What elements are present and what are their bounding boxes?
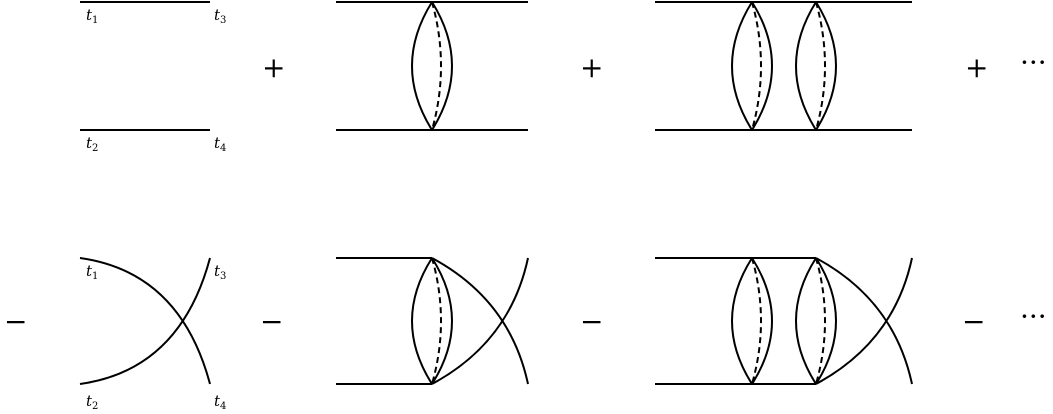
plus-sign: + bbox=[262, 51, 285, 84]
diagram-one-rung-direct bbox=[336, 1, 528, 131]
minus-sign: − bbox=[580, 305, 603, 338]
label-t1: t1 bbox=[86, 6, 98, 26]
bubble-rung bbox=[795, 1, 837, 131]
bubble-right-arc bbox=[751, 1, 773, 131]
bubble-right-arc bbox=[815, 1, 837, 131]
ellipsis: ··· bbox=[1020, 300, 1047, 333]
bubble-right-arc bbox=[431, 1, 453, 131]
bubble-right-arc bbox=[751, 257, 773, 385]
minus-sign: − bbox=[4, 305, 27, 338]
row-top: t1 t3 t2 t4 + + bbox=[80, 1, 1047, 154]
diagram-two-rung-direct bbox=[655, 1, 912, 131]
row-bottom: − t1 t3 t2 t4 − − bbox=[4, 257, 1047, 412]
diagram-tree-crossed: t1 t3 t2 t4 bbox=[79, 257, 226, 412]
bubble-left-arc bbox=[731, 1, 753, 131]
bubble-dashed-line bbox=[431, 257, 442, 385]
bubble-dashed-line bbox=[815, 1, 826, 131]
bubble-left-arc bbox=[795, 1, 817, 131]
bubble-left-arc bbox=[795, 257, 817, 385]
propagator-crossed-1 bbox=[815, 257, 913, 385]
bubble-rung bbox=[411, 1, 453, 131]
ellipsis: ··· bbox=[1020, 46, 1047, 79]
bubble-dashed-line bbox=[815, 257, 826, 385]
plus-sign: + bbox=[580, 51, 603, 84]
bubble-rung bbox=[731, 257, 773, 385]
label-t4: t4 bbox=[214, 134, 226, 154]
diagram-two-rung-crossed bbox=[655, 257, 913, 385]
bubble-rung bbox=[411, 257, 453, 385]
label-t4: t4 bbox=[214, 392, 226, 412]
propagator-crossed-1 bbox=[79, 257, 211, 385]
label-t1: t1 bbox=[86, 262, 98, 282]
bubble-left-arc bbox=[411, 257, 433, 385]
bubble-rung bbox=[795, 257, 837, 385]
label-t3: t3 bbox=[214, 262, 226, 282]
bubble-right-arc bbox=[431, 257, 453, 385]
label-t2: t2 bbox=[86, 134, 98, 154]
propagator-crossed-2 bbox=[431, 257, 529, 385]
bubble-right-arc bbox=[815, 257, 837, 385]
minus-sign: − bbox=[260, 305, 283, 338]
bubble-dashed-line bbox=[431, 1, 442, 131]
bubble-left-arc bbox=[731, 257, 753, 385]
diagram-one-rung-crossed bbox=[336, 257, 529, 385]
label-t3: t3 bbox=[214, 6, 226, 26]
propagator-crossed-1 bbox=[431, 257, 529, 385]
bubble-left-arc bbox=[411, 1, 433, 131]
bubble-rung bbox=[731, 1, 773, 131]
bubble-dashed-line bbox=[751, 257, 762, 385]
propagator-crossed-2 bbox=[79, 257, 211, 385]
diagram-tree-direct: t1 t3 t2 t4 bbox=[80, 1, 226, 154]
minus-sign: − bbox=[962, 305, 985, 338]
label-t2: t2 bbox=[86, 392, 98, 412]
plus-sign: + bbox=[965, 51, 988, 84]
propagator-crossed-2 bbox=[815, 257, 913, 385]
bubble-dashed-line bbox=[751, 1, 762, 131]
